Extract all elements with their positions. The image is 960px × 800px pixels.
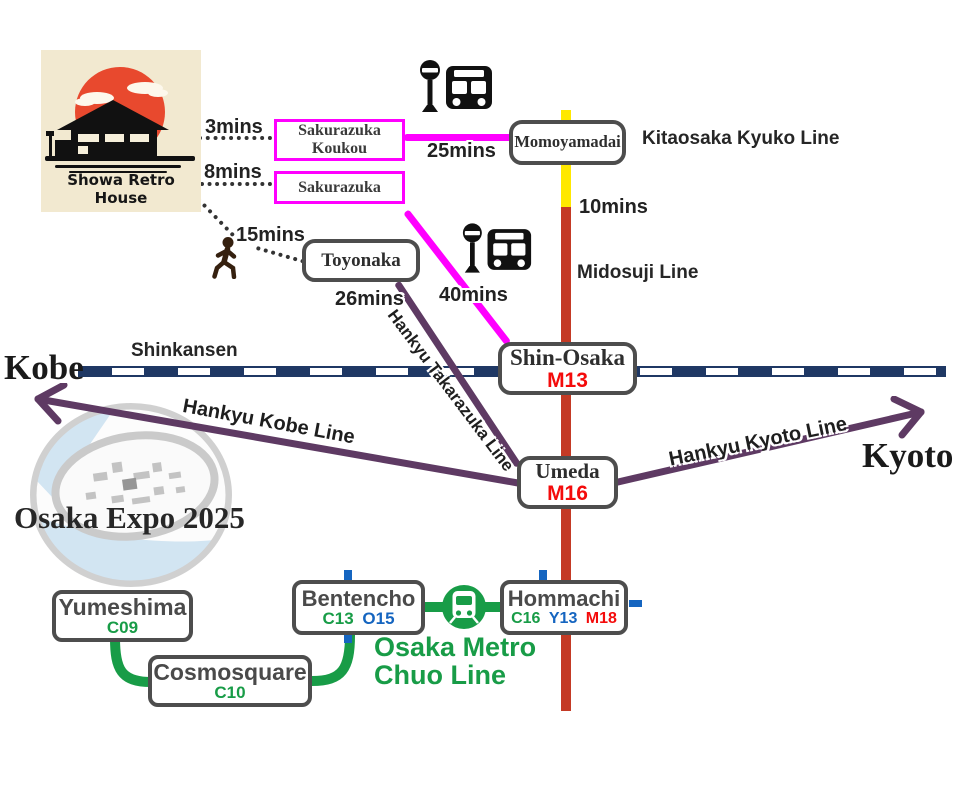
station-code: M16 bbox=[547, 481, 588, 505]
bus-time-40min: 40mins bbox=[439, 284, 508, 306]
bus-time-26min: 26mins bbox=[335, 288, 404, 310]
station-box-toyonaka: Toyonaka bbox=[302, 239, 420, 282]
station-box-sakurazuka-koukou: Sakurazuka Koukou bbox=[274, 119, 405, 161]
walk-path-8min bbox=[200, 182, 272, 186]
station-code: C10 bbox=[214, 683, 246, 703]
bus-time-25min: 25mins bbox=[427, 140, 496, 162]
city-label-kobe: Kobe bbox=[4, 348, 84, 387]
station-name: Sakurazuka bbox=[298, 122, 381, 140]
station-code: C13 bbox=[322, 609, 354, 629]
station-code: C16 bbox=[511, 609, 541, 627]
metro-time-10min: 10mins bbox=[579, 196, 648, 218]
yotsubashi-line-tick-top bbox=[539, 570, 547, 580]
station-name: Umeda bbox=[535, 459, 600, 484]
station-box-umeda: Umeda M16 bbox=[517, 456, 618, 509]
station-name: Cosmosquare bbox=[153, 658, 307, 685]
metro-train-icon bbox=[442, 585, 486, 629]
bus-stop-icon-shin-osaka bbox=[462, 223, 532, 273]
station-name: Bentencho bbox=[301, 585, 416, 611]
chuo-line-label-line2: Chuo Line bbox=[374, 659, 506, 690]
chuo-line-segments bbox=[110, 585, 507, 687]
station-code: M18 bbox=[585, 609, 617, 627]
walk-path-15min-b bbox=[255, 246, 306, 264]
loop-line-tick-bottom bbox=[344, 635, 352, 643]
station-box-momoyamadai: Momoyamadai bbox=[509, 120, 626, 165]
station-name: Hommachi bbox=[507, 586, 621, 612]
station-box-cosmosquare: Cosmosquare C10 bbox=[148, 655, 312, 707]
station-box-shin-osaka: Shin-Osaka M13 bbox=[498, 342, 637, 395]
yotsubashi-line-tick-right bbox=[629, 600, 642, 607]
station-code: C09 bbox=[106, 618, 139, 638]
walk-path-3min bbox=[198, 136, 272, 140]
station-name: Yumeshima bbox=[58, 593, 187, 620]
station-name: Koukou bbox=[311, 140, 368, 157]
station-box-bentencho: Bentencho C13 O15 bbox=[292, 580, 425, 635]
walk-time-8min: 8mins bbox=[204, 161, 262, 183]
logo-caption: Showa Retro House bbox=[67, 171, 175, 207]
midosuji-line-label: Midosuji Line bbox=[577, 262, 699, 283]
station-name: Sakurazuka bbox=[298, 178, 381, 196]
logo-art bbox=[45, 67, 195, 173]
station-code: O15 bbox=[362, 609, 395, 629]
station-name: Shin-Osaka bbox=[509, 345, 626, 371]
station-code: M13 bbox=[547, 368, 588, 392]
expo-aerial-image bbox=[30, 403, 232, 587]
station-name: Toyonaka bbox=[321, 249, 401, 271]
hankyu-kobe-line-arrow bbox=[34, 383, 522, 487]
loop-line-tick-top bbox=[344, 570, 352, 580]
chuo-line-label-line1: Osaka Metro bbox=[374, 632, 537, 662]
showa-retro-house-logo: Showa Retro House bbox=[41, 50, 201, 212]
station-box-sakurazuka: Sakurazuka bbox=[274, 171, 405, 204]
city-label-kyoto: Kyoto bbox=[862, 436, 954, 475]
walking-person-icon bbox=[212, 237, 237, 279]
walk-time-3min: 3mins bbox=[205, 116, 263, 138]
station-box-hommachi: Hommachi C16 Y13 M18 bbox=[500, 580, 628, 635]
bus-route-momoyamadai bbox=[404, 134, 512, 141]
station-box-yumeshima: Yumeshima C09 bbox=[52, 590, 193, 642]
expo-title: Osaka Expo 2025 bbox=[14, 500, 245, 535]
chuo-line-label: Osaka Metro Chuo Line bbox=[374, 632, 537, 690]
station-name: Momoyamadai bbox=[514, 132, 621, 152]
walk-time-15min: 15mins bbox=[236, 224, 305, 246]
hankyu-kyoto-line-arrow bbox=[614, 396, 925, 486]
bus-stop-icon-momoyamadai bbox=[420, 60, 492, 112]
station-code: Y13 bbox=[548, 609, 578, 627]
shinkansen-label: Shinkansen bbox=[131, 340, 238, 361]
kitaosaka-kyuko-line-label: Kitaosaka Kyuko Line bbox=[642, 128, 840, 149]
